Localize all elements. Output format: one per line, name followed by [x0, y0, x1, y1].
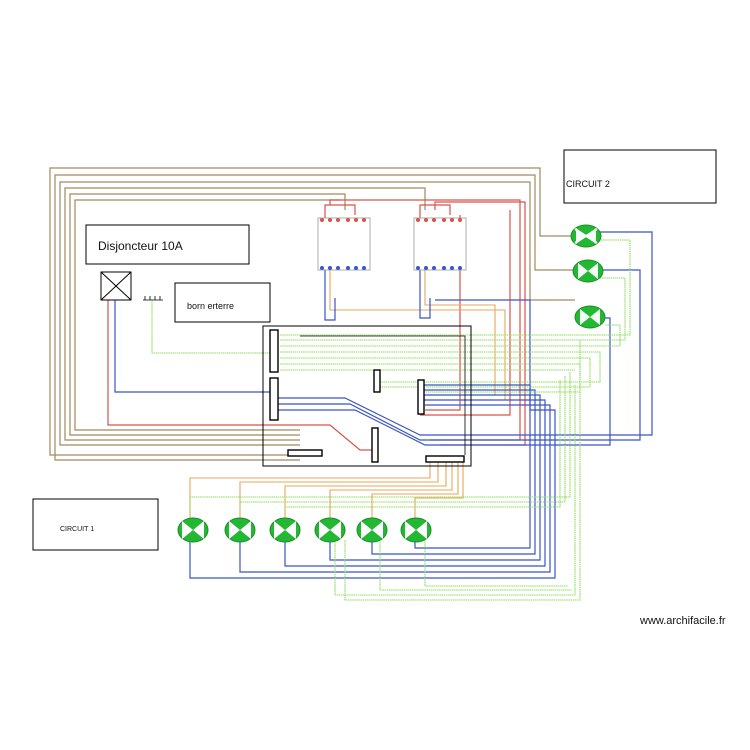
lamp-icon — [572, 259, 604, 283]
terminal-block-bottom-right — [425, 455, 465, 463]
breaker-symbol-icon — [100, 271, 132, 301]
terminal-block-lower — [371, 427, 379, 463]
lamp-icon — [400, 517, 432, 543]
terminal-block-center — [373, 369, 381, 393]
borne-terre-box — [174, 282, 271, 323]
circuit2-box — [563, 149, 717, 204]
terminal-blocks — [269, 329, 465, 463]
lamp-icon — [177, 517, 209, 543]
lamp-icon — [269, 517, 301, 543]
blue-wires — [114, 231, 653, 579]
circuit1-label: CIRCUIT 1 — [60, 526, 94, 533]
lamp-icon — [314, 517, 346, 543]
terminal-block-bottom-left — [287, 449, 323, 457]
earth-symbol-icon — [143, 296, 163, 301]
borne-terre-label: born erterre — [187, 301, 234, 311]
relay-1 — [317, 217, 371, 271]
circuit2-label: CIRCUIT 2 — [566, 179, 610, 189]
terminal-block-right — [417, 379, 425, 415]
disjoncteur-box — [85, 224, 250, 265]
relay-2 — [413, 217, 467, 271]
lamp-icon — [224, 517, 256, 543]
disjoncteur-label: Disjoncteur 10A — [98, 239, 183, 253]
junction-enclosure — [262, 325, 472, 467]
enclosure-inner-line — [300, 335, 466, 455]
lamp-icon — [570, 224, 602, 248]
lamp-icon — [574, 305, 606, 329]
brown-wires — [49, 167, 575, 461]
watermark[interactable]: www.archifacile.fr — [639, 615, 726, 627]
terminal-block-left-bottom — [269, 377, 279, 421]
terminal-block-left-top — [269, 329, 279, 373]
green-wires — [151, 239, 631, 601]
circuit1-box — [32, 498, 159, 551]
lamp-icon — [356, 517, 388, 543]
